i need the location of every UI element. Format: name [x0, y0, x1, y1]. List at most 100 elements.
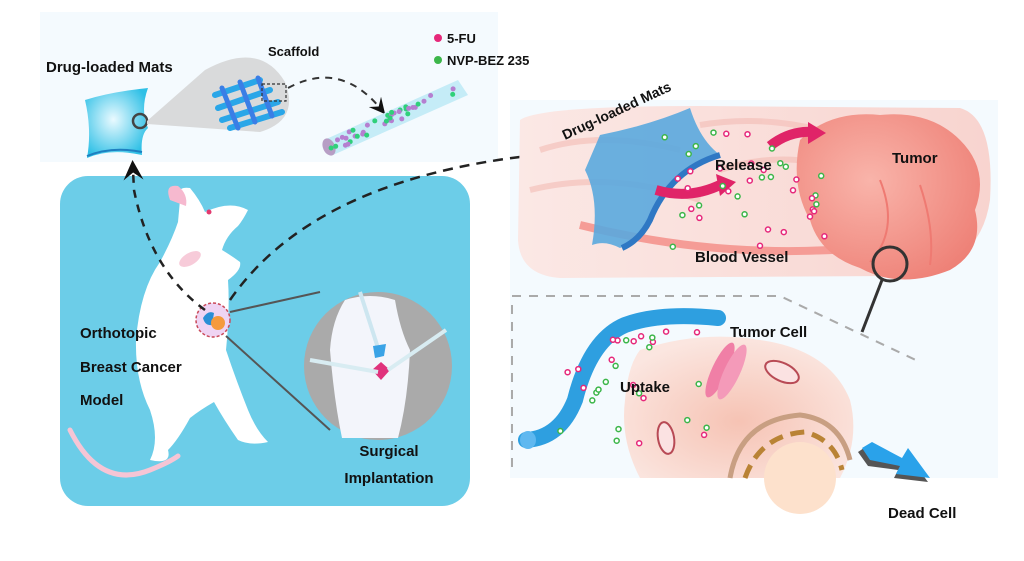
scaffold-label: Scaffold — [268, 44, 319, 59]
drug-particle — [589, 397, 596, 404]
surgery-label-line-1: Surgical — [359, 443, 418, 460]
drug-particle — [557, 427, 564, 435]
model-label-line-3: Model — [80, 392, 123, 409]
drug-particle — [602, 378, 610, 386]
drug-particle — [389, 109, 395, 115]
golgi-organelle — [705, 342, 747, 400]
uptake-label: Uptake — [620, 379, 670, 396]
drug-particle — [679, 211, 686, 219]
drug-particle — [764, 226, 772, 233]
drug-particle — [354, 133, 360, 139]
drug-particle — [360, 131, 366, 137]
drug-particle — [613, 437, 620, 444]
drug-particle — [428, 93, 434, 98]
drug-particle — [635, 390, 643, 397]
blood-vessel-label: Blood Vessel — [695, 249, 788, 266]
tumor-cell — [624, 336, 854, 514]
drug-particle — [695, 380, 702, 388]
drug-fiber-strand — [518, 308, 726, 449]
dead-cell-arrow — [858, 442, 930, 482]
drug-particle — [396, 109, 402, 115]
drug-particle — [710, 129, 717, 136]
drug-particle — [646, 343, 653, 351]
drug-particle — [608, 356, 615, 364]
legend-label-5fu: 5-FU — [447, 31, 476, 46]
tumor-magnifier — [860, 245, 909, 333]
drug-particle — [364, 122, 370, 128]
drug-particle — [662, 328, 670, 335]
drug-particle — [782, 163, 790, 170]
drug-particle — [793, 176, 800, 183]
drug-particle — [333, 143, 339, 149]
drug-particle — [350, 127, 356, 133]
drug-particle — [808, 194, 816, 202]
drug-particle — [810, 208, 818, 215]
tumor-site-marker — [195, 302, 231, 338]
drug-particle — [580, 384, 587, 392]
drug-particle — [693, 329, 701, 336]
drug-particle — [629, 381, 637, 389]
release-label: Release — [715, 157, 772, 174]
model-label: Orthotopic Breast Cancer Model — [80, 325, 182, 409]
drug-particle — [415, 101, 421, 107]
drug-particle — [406, 105, 412, 111]
drug-particle — [741, 211, 748, 218]
drug-particle — [609, 336, 617, 344]
nucleus — [727, 412, 853, 514]
drug-particle — [412, 104, 418, 110]
drug-particle — [688, 205, 695, 213]
drug-particle — [746, 177, 754, 184]
drug-particle — [748, 160, 755, 167]
drug-particle — [760, 166, 767, 174]
uptake-drug-particles — [557, 328, 710, 447]
drug-particle — [637, 333, 645, 340]
drug-particle — [725, 187, 732, 195]
drug-particle — [744, 130, 751, 138]
surgery-label-line-2: Implantation — [344, 470, 433, 487]
scaffold-illustration — [212, 75, 287, 131]
scaffold-to-fiber-arrow — [287, 76, 386, 115]
drug-fiber-illustration — [322, 80, 468, 156]
drug-particle — [695, 202, 703, 209]
released-drug-particles — [661, 129, 828, 250]
drug-particle — [768, 145, 776, 152]
drug-loaded-mats-illustration — [85, 88, 149, 158]
drug-particle — [716, 165, 724, 172]
drug-particle — [399, 116, 405, 122]
drug-particle — [640, 394, 647, 402]
drug-particle — [758, 174, 766, 181]
drug-particle — [684, 416, 691, 424]
drug-particle — [328, 145, 334, 151]
drug-particle — [635, 439, 643, 447]
zoom-line-bottom — [225, 335, 331, 431]
drug-particle — [692, 142, 700, 150]
legend-marker-nvp — [434, 56, 442, 64]
drug-particle — [575, 365, 582, 373]
dead-cell-label: Dead Cell — [888, 505, 956, 522]
drug-particle — [345, 141, 351, 147]
drug-particle — [615, 425, 622, 433]
drug-particle — [687, 168, 694, 175]
drug-particle — [703, 424, 710, 431]
mouse-to-mats-arrow — [123, 160, 206, 312]
drug-particle — [684, 184, 691, 192]
drug-particle — [813, 201, 820, 208]
drug-particle — [806, 213, 814, 220]
drug-particle — [387, 115, 393, 121]
surgery-label: Surgical Implantation — [344, 443, 433, 487]
drug-particle — [450, 91, 456, 97]
drug-particle — [564, 368, 571, 376]
legend-label-nvp: NVP-BEZ 235 — [447, 53, 529, 68]
drug-particle — [630, 337, 637, 345]
drug-particle — [723, 130, 730, 138]
release-arrow-1 — [654, 179, 725, 199]
drug-particle — [346, 129, 352, 135]
drug-particle — [450, 86, 456, 92]
legend: 5-FU NVP-BEZ 235 — [434, 31, 529, 68]
tumor-cell-label: Tumor Cell — [730, 324, 807, 341]
model-label-line-1: Orthotopic — [80, 325, 157, 342]
drug-particle — [821, 233, 828, 240]
drug-particle — [817, 172, 825, 180]
drug-particle — [719, 182, 726, 190]
